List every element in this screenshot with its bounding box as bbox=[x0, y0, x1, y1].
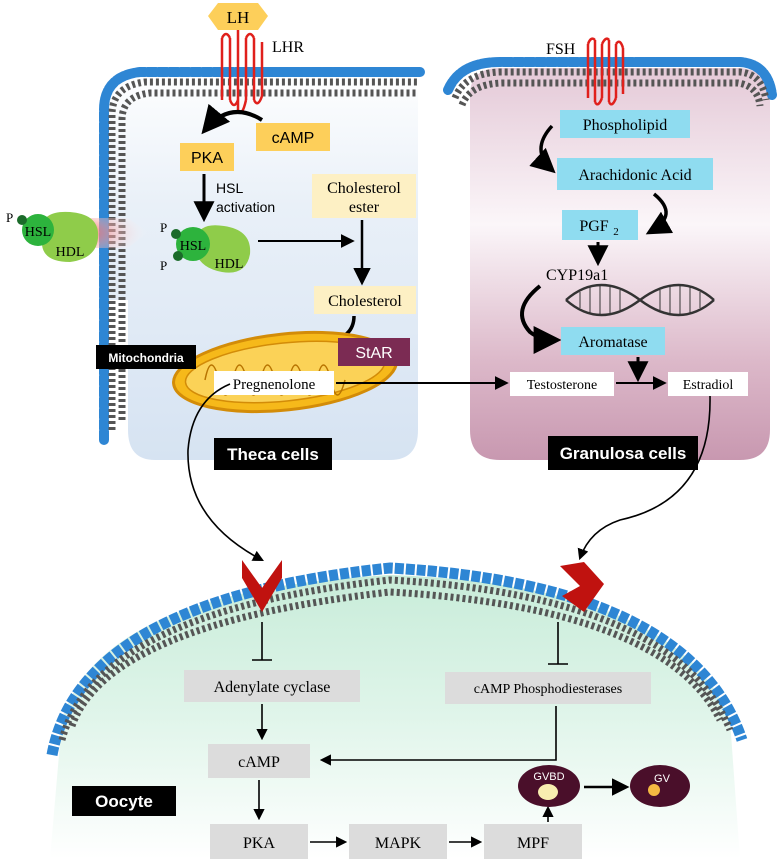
arachidonic-acid-label: Arachidonic Acid bbox=[578, 167, 691, 184]
camp-theca-label: cAMP bbox=[272, 130, 315, 147]
hdl-label-inside: HDL bbox=[215, 257, 244, 272]
theca-cells-label: Theca cells bbox=[227, 445, 319, 464]
arachidonic-acid-box bbox=[557, 158, 713, 190]
p-label-inside-2: P bbox=[160, 258, 167, 273]
adenylate-cyclase-box bbox=[184, 670, 360, 702]
star-box bbox=[338, 338, 410, 366]
granulosa-cells-label: Granulosa cells bbox=[560, 444, 687, 463]
receptor-icon bbox=[586, 37, 625, 106]
lhr-label: LHR bbox=[272, 39, 304, 56]
pka-theca-box bbox=[180, 143, 234, 171]
pregnenolone-box bbox=[214, 371, 334, 395]
testosterone-box bbox=[510, 372, 614, 396]
mapk-box bbox=[349, 824, 447, 859]
testosterone-label: Testosterone bbox=[527, 378, 598, 393]
aromatase-label: Aromatase bbox=[578, 334, 647, 351]
cholesterol-ester-box bbox=[312, 174, 416, 218]
pregnenolone-label: Pregnenolone bbox=[233, 377, 316, 393]
lh-label: LH bbox=[227, 8, 250, 27]
camp-oocyte-label: cAMP bbox=[238, 754, 280, 771]
cyp19a1-label: CYP19a1 bbox=[546, 267, 608, 284]
aromatase-box bbox=[561, 327, 665, 355]
lh-hexagon-icon bbox=[208, 3, 268, 30]
granulosa-membrane bbox=[443, 57, 777, 107]
star-label: StAR bbox=[355, 345, 392, 362]
hsl-hdl-inside bbox=[171, 225, 251, 273]
camp-oocyte-box bbox=[208, 744, 310, 778]
theca-cells-badge bbox=[214, 438, 332, 470]
chevron-receptor-icon bbox=[242, 560, 282, 612]
mapk-label: MAPK bbox=[375, 835, 422, 852]
pgf2-subscript: 2 bbox=[613, 226, 619, 238]
gv-oocyte bbox=[630, 765, 690, 807]
pgf2-label: PGF bbox=[579, 218, 608, 235]
cholesterol-ester-label-2: ester bbox=[349, 199, 380, 216]
hsl-activation-label-2: activation bbox=[216, 199, 275, 215]
phospholipid-label: Phospholipid bbox=[583, 117, 667, 134]
pka-oocyte-label: PKA bbox=[243, 835, 275, 852]
adenylate-cyclase-label: Adenylate cyclase bbox=[214, 679, 331, 696]
p-label-inside-1: P bbox=[160, 220, 167, 235]
hsl-label-inside: HSL bbox=[180, 239, 206, 254]
gv-label: GV bbox=[654, 773, 671, 785]
mpf-label: MPF bbox=[517, 835, 549, 852]
theca-membrane bbox=[99, 67, 425, 445]
gvbd-label: GVBD bbox=[533, 771, 564, 783]
oocyte-label: Oocyte bbox=[95, 792, 153, 811]
camp-theca-box bbox=[256, 123, 330, 151]
fsh-label: FSH bbox=[546, 41, 576, 58]
mpf-box bbox=[484, 824, 582, 859]
phospholipid-box bbox=[560, 110, 690, 138]
hdl-label-outside: HDL bbox=[56, 245, 85, 260]
hsl-activation-label-1: HSL bbox=[216, 180, 243, 196]
p-label-outside: P bbox=[6, 210, 13, 225]
oocyte-badge bbox=[72, 786, 176, 816]
estradiol-label: Estradiol bbox=[683, 378, 734, 393]
pgf2-box bbox=[562, 210, 638, 240]
camp-phosphodiesterases-label: cAMP Phosphodiesterases bbox=[474, 682, 622, 697]
mitochondria-label: Mitochondria bbox=[108, 351, 184, 365]
cholesterol-label: Cholesterol bbox=[328, 293, 402, 310]
pka-oocyte-box bbox=[210, 824, 308, 859]
granulosa-cells-badge bbox=[548, 436, 698, 470]
estradiol-box bbox=[668, 372, 748, 396]
gvbd-oocyte bbox=[518, 765, 580, 807]
hsl-label-outside: HSL bbox=[25, 225, 51, 240]
pka-theca-label: PKA bbox=[191, 150, 223, 167]
chevron-receptor-icon bbox=[560, 562, 604, 612]
cholesterol-box bbox=[314, 286, 416, 314]
camp-phosphodiesterases-box bbox=[445, 672, 651, 704]
dna-helix-icon bbox=[565, 283, 715, 317]
hsl-hdl-outside bbox=[17, 211, 148, 262]
cholesterol-ester-label-1: Cholesterol bbox=[327, 180, 401, 197]
mitochondria-badge bbox=[96, 345, 196, 369]
